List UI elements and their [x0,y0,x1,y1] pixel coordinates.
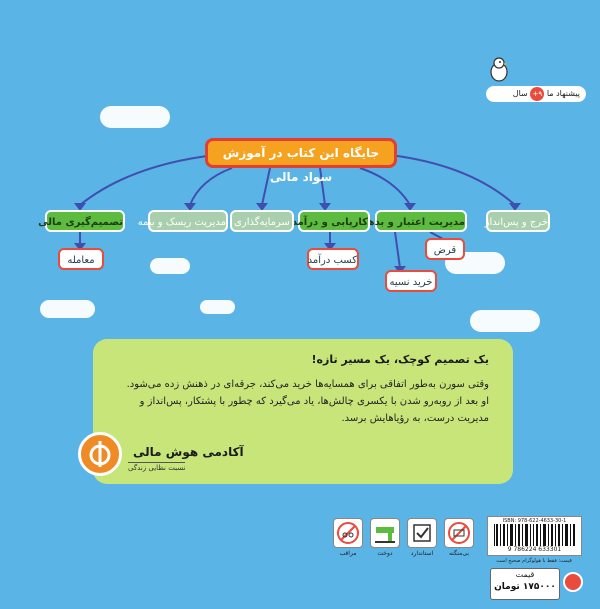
age-unit: سال [512,89,528,98]
price-box: قیمت ۱۷۵۰۰۰ تومان [490,568,560,600]
no-scissors-icon [333,518,363,548]
child-loan: قرض [425,238,465,260]
icon-label-standard: استاندارد [410,550,434,557]
icon-label-staple: بی‌منگنه [448,550,470,557]
panel-title: یک تصمیم کوچک، یک مسیر تازه! [311,353,490,366]
age-suggestion: پیشنهاد ما [546,89,580,98]
branch-credit-debt: مدیریت اعتبار و بدهی [358,210,467,232]
sewing-machine-icon [370,518,400,548]
price-note: قیمت: فقط با هولوگرام صحیح است [496,558,572,564]
mindmap-root: جایگاه این کتاب در آموزش سواد مالی [205,138,397,184]
cloud-mid-left [150,258,190,274]
cloud-bottom [200,300,235,314]
academy-tagline: نسبت نظایی زندگی [128,462,186,472]
branch-work-income: کارپابی و درآمد [292,210,370,232]
barcode-bars [494,524,575,546]
panel-text: وقتی سورن به‌طور اتفاقی برای همسایه‌ها خ… [109,376,489,427]
description-panel: یک تصمیم کوچک، یک مسیر تازه! وقتی سورن ب… [93,339,513,484]
hologram-icon [563,572,583,592]
branch-investment: سرمایه‌گذاری [230,210,294,232]
icon-label-sewing: دوخت [377,550,393,557]
academy-logo-icon [78,432,122,476]
price-value-line: ۱۷۵۰۰۰ تومان [491,580,559,594]
cloud-top [100,106,170,128]
branch-risk-insurance: مدیریت ریسک و بیمه [138,210,228,232]
price-value: ۱۷۵۰۰۰ [522,582,556,592]
isbn-text: ISBN: 978-622-4633-30-1 [502,518,567,524]
child-credit-purchase: خرید نسیه [385,270,437,292]
branch-spending-saving: خرج و پس‌انداز [485,210,550,232]
panel-line-2: او بعد از روبه‌رو شدن با یکسری چالش‌ها، … [139,396,489,407]
child-transaction: معامله [58,248,104,270]
cloud-low-right [470,310,540,332]
academy-name: آکادمی هوش مالی [133,445,244,459]
bird-logo-icon [484,55,514,85]
cloud-low-left [40,300,95,318]
check-icon [407,518,437,548]
barcode: ISBN: 978-622-4633-30-1 9 786224 633301 [487,516,582,556]
age-value: ۹+ [530,87,545,101]
panel-line-3: مدیریت درست، به رؤیاهایش برسد. [341,413,489,424]
age-badge: پیشنهاد ما ۹+ سال [486,86,586,102]
branch-financial-decision: تصمیم‌گیری مالی [38,210,125,232]
price-label: قیمت [515,570,535,579]
no-glue-icon [444,518,474,548]
panel-line-1: وقتی سورن به‌طور اتفاقی برای همسایه‌ها خ… [126,379,489,390]
price-unit: تومان [494,582,520,592]
icon-label-care: مراقب [339,550,357,557]
child-earning: کسب درآمد [307,248,359,270]
barcode-number: 9 786224 633301 [507,546,562,553]
